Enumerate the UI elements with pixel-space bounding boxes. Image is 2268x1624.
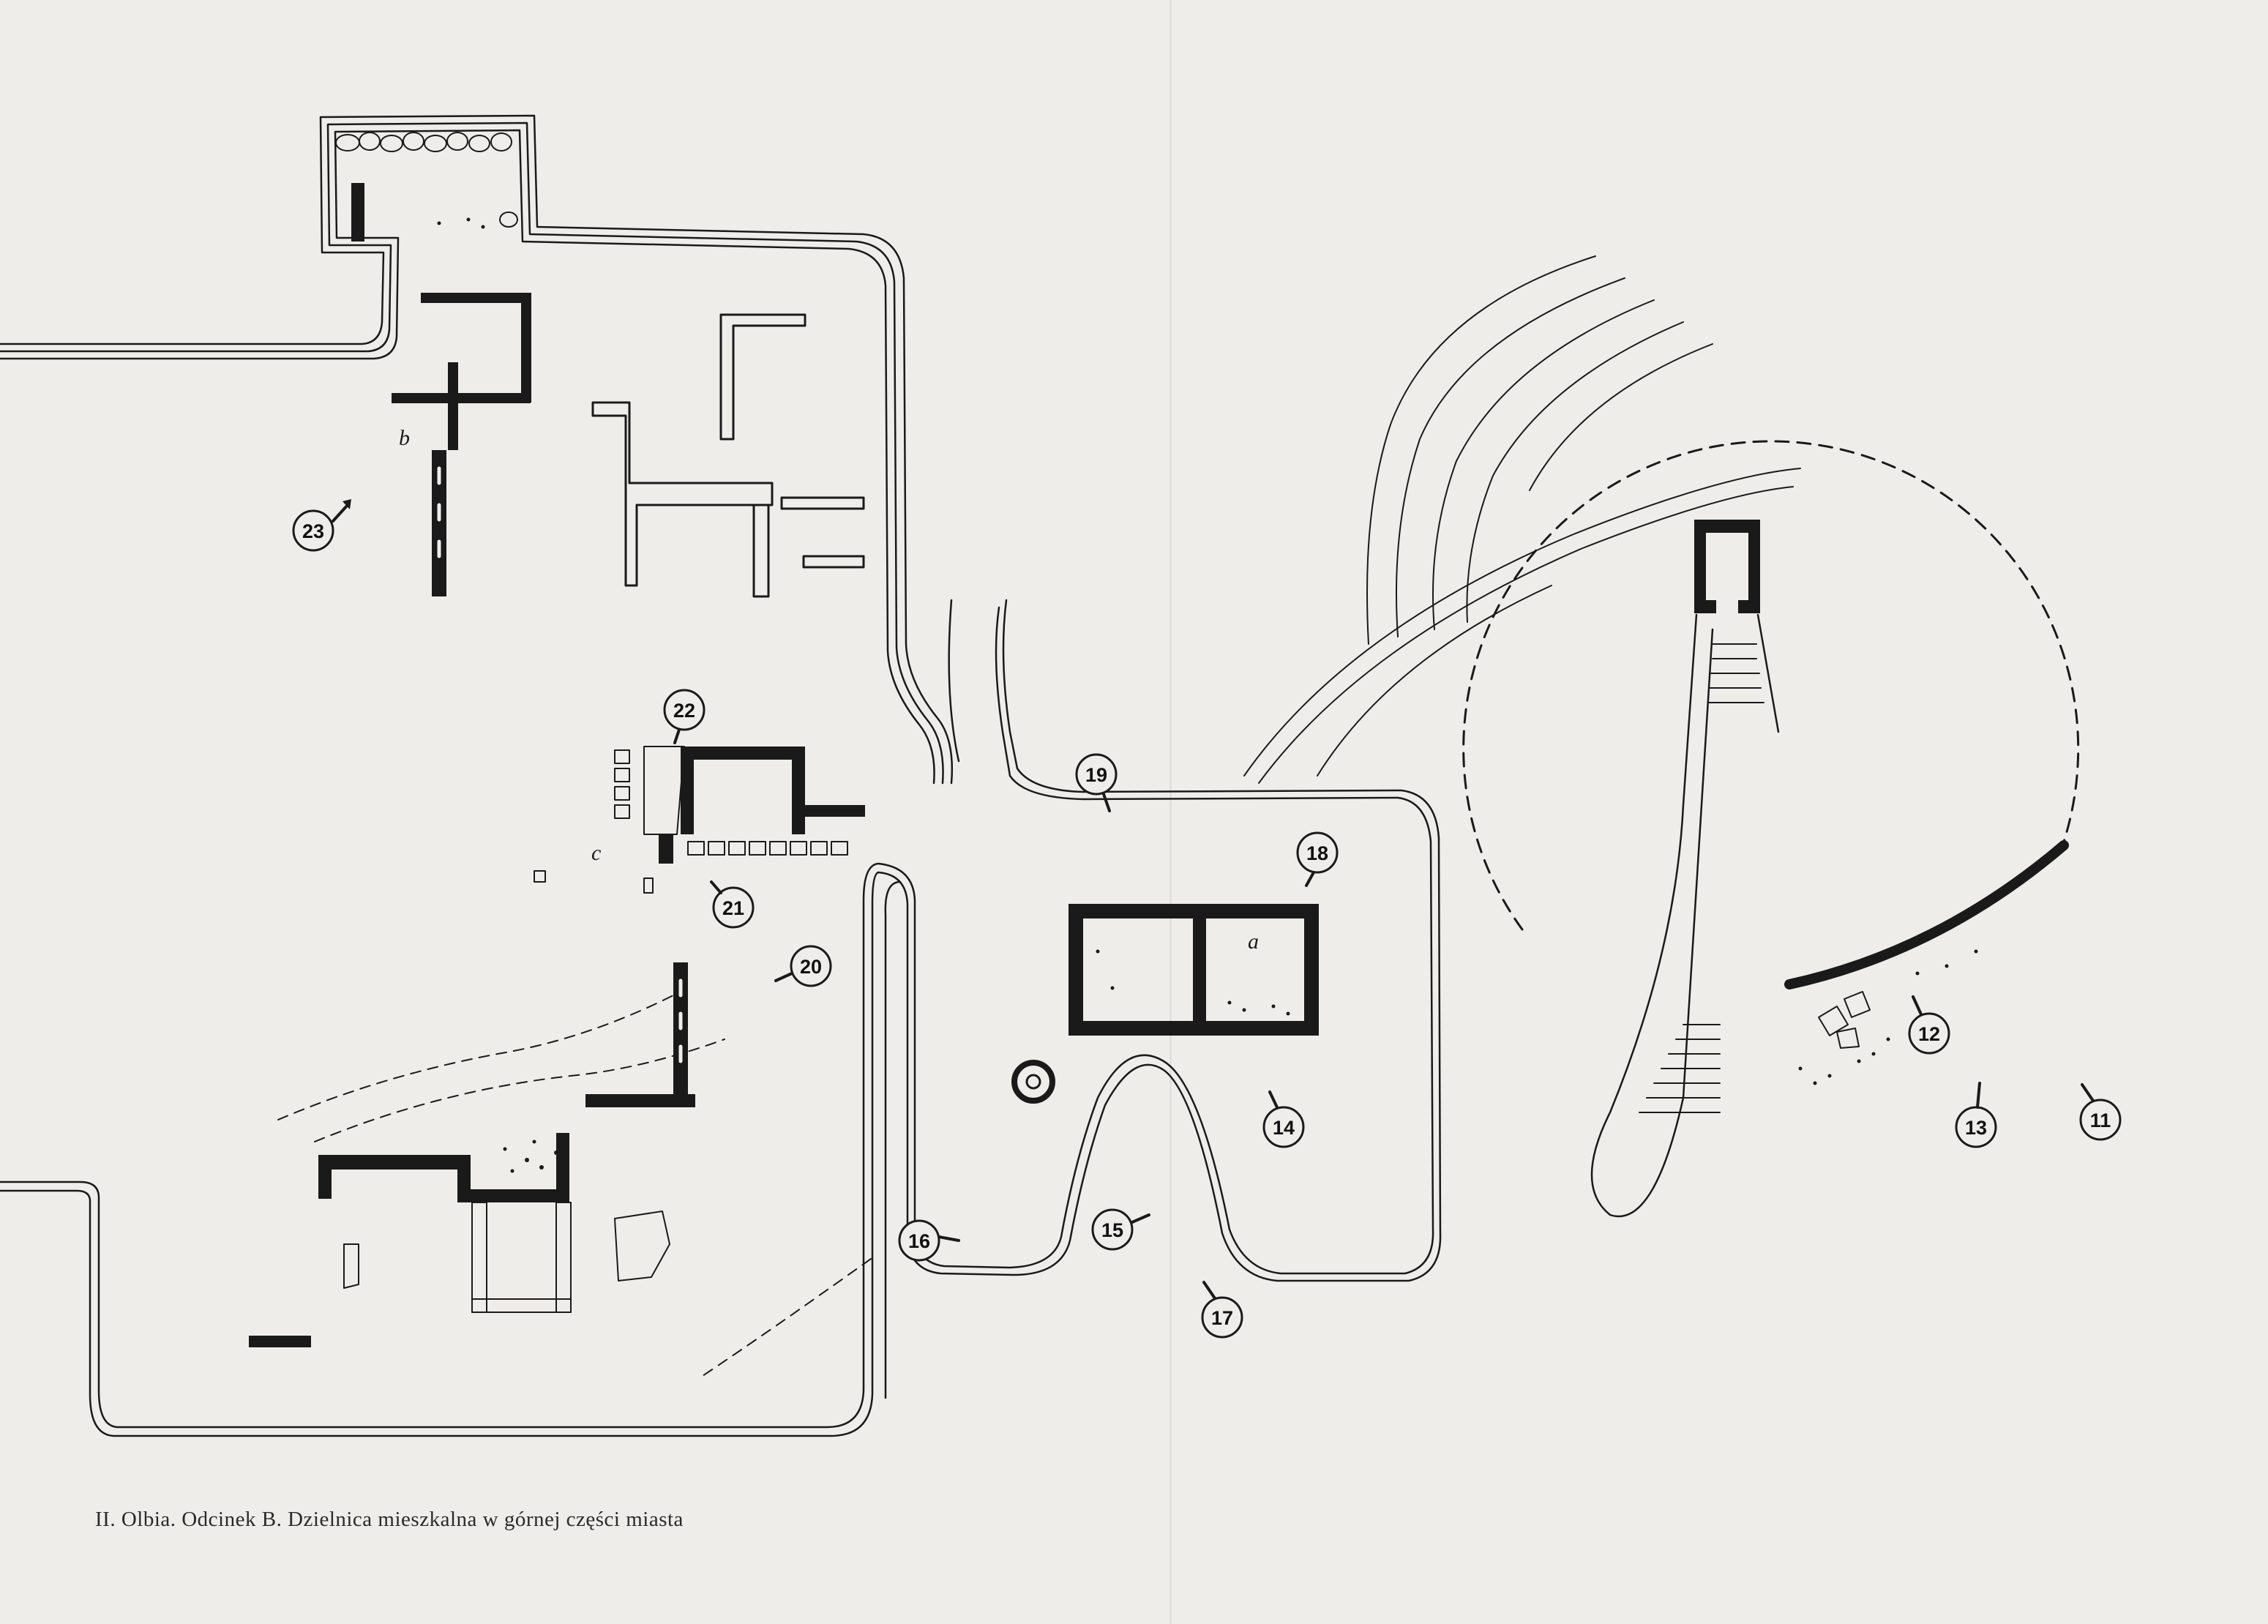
- svg-text:17: 17: [1211, 1307, 1233, 1329]
- svg-text:20: 20: [800, 956, 822, 978]
- svg-text:16: 16: [908, 1230, 930, 1252]
- svg-text:14: 14: [1273, 1117, 1295, 1139]
- earth-lines: [1243, 255, 1801, 784]
- trench-meander: [0, 599, 1442, 1437]
- marker-18: 18: [1296, 831, 1339, 887]
- building-22: [534, 746, 865, 894]
- tower: [1590, 520, 1780, 1218]
- marker-20: 20: [774, 945, 832, 987]
- marker-11: 11: [2079, 1083, 2122, 1141]
- label-a: a: [1248, 929, 1259, 954]
- marker-14: 14: [1262, 1090, 1305, 1148]
- svg-text:23: 23: [302, 520, 324, 542]
- marker-23: 23: [292, 499, 351, 552]
- marker-15: 15: [1091, 1208, 1150, 1251]
- svg-text:21: 21: [722, 897, 744, 919]
- svg-text:18: 18: [1306, 842, 1328, 864]
- city-wall-arc: [1784, 840, 2069, 989]
- svg-text:19: 19: [1085, 764, 1107, 786]
- marker-17: 17: [1201, 1281, 1243, 1339]
- marker-16: 16: [898, 1219, 960, 1262]
- marker-12: 12: [1908, 995, 1950, 1055]
- walls-b: [392, 293, 531, 596]
- marker-19: 19: [1075, 753, 1118, 812]
- svg-text:22: 22: [673, 700, 695, 722]
- svg-text:13: 13: [1965, 1117, 1987, 1139]
- trench-outline-north: [0, 114, 954, 785]
- figure-caption: II. Olbia. Odcinek B. Dzielnica mieszkal…: [95, 1508, 684, 1531]
- svg-text:12: 12: [1918, 1023, 1940, 1045]
- pillar: [351, 183, 364, 242]
- terrain-lines: [277, 995, 872, 1377]
- marker-22: 22: [663, 689, 706, 744]
- label-c: c: [591, 841, 601, 865]
- marker-13: 13: [1955, 1082, 1997, 1148]
- page-fold: [1169, 0, 1172, 1624]
- marker-21: 21: [710, 880, 755, 929]
- stone-row: [335, 132, 518, 228]
- building-a: [1068, 904, 1319, 1036]
- walls-lower-left: [249, 962, 695, 1347]
- circle-dashed: [1462, 440, 2080, 931]
- label-b: b: [399, 426, 410, 450]
- stones-right: [1818, 991, 1871, 1049]
- svg-text:11: 11: [2090, 1110, 2111, 1131]
- svg-text:15: 15: [1101, 1219, 1123, 1241]
- stipple: [437, 217, 1978, 1173]
- walls-outline-upper: [591, 313, 865, 598]
- well: [1011, 1060, 1055, 1104]
- stone-wall: [343, 1202, 670, 1313]
